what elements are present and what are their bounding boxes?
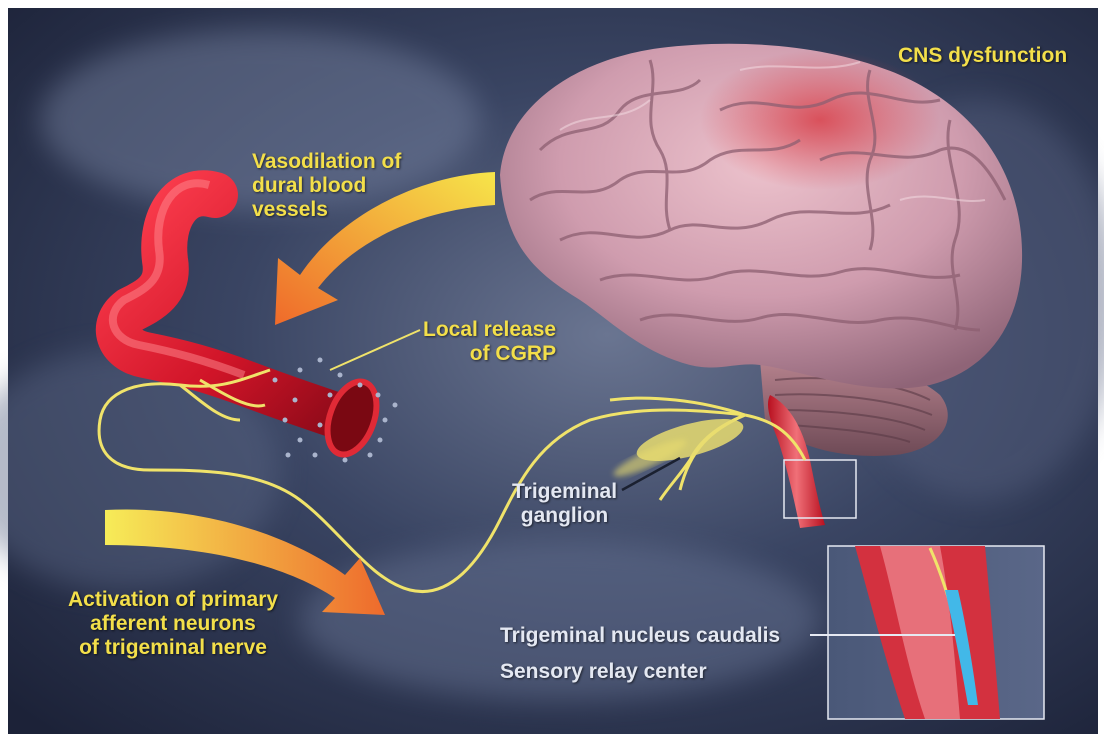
label-line: of trigeminal nerve: [68, 636, 278, 660]
inset-magnified-brainstem: [810, 546, 1044, 719]
label-line: vessels: [252, 198, 401, 222]
label-line: Vasodilation of: [252, 150, 401, 174]
label-line: Local release: [423, 318, 556, 342]
brain-red-region: [700, 50, 940, 190]
label-cns-dysfunction: CNS dysfunction: [898, 44, 1067, 68]
label-nucleus-caudalis: Trigeminal nucleus caudalis: [500, 624, 780, 648]
label-line: Trigeminal: [512, 480, 617, 504]
label-line: Activation of primary: [68, 588, 278, 612]
label-vasodilation: Vasodilation of dural blood vessels: [252, 150, 401, 222]
label-line: of CGRP: [423, 342, 556, 366]
label-activation: Activation of primary afferent neurons o…: [68, 588, 278, 660]
label-line: dural blood: [252, 174, 401, 198]
label-line: ganglion: [512, 504, 617, 528]
label-cgrp-release: Local release of CGRP: [423, 318, 556, 366]
label-sensory-relay: Sensory relay center: [500, 660, 707, 684]
label-line: afferent neurons: [68, 612, 278, 636]
label-trigeminal-ganglion: Trigeminal ganglion: [512, 480, 617, 528]
